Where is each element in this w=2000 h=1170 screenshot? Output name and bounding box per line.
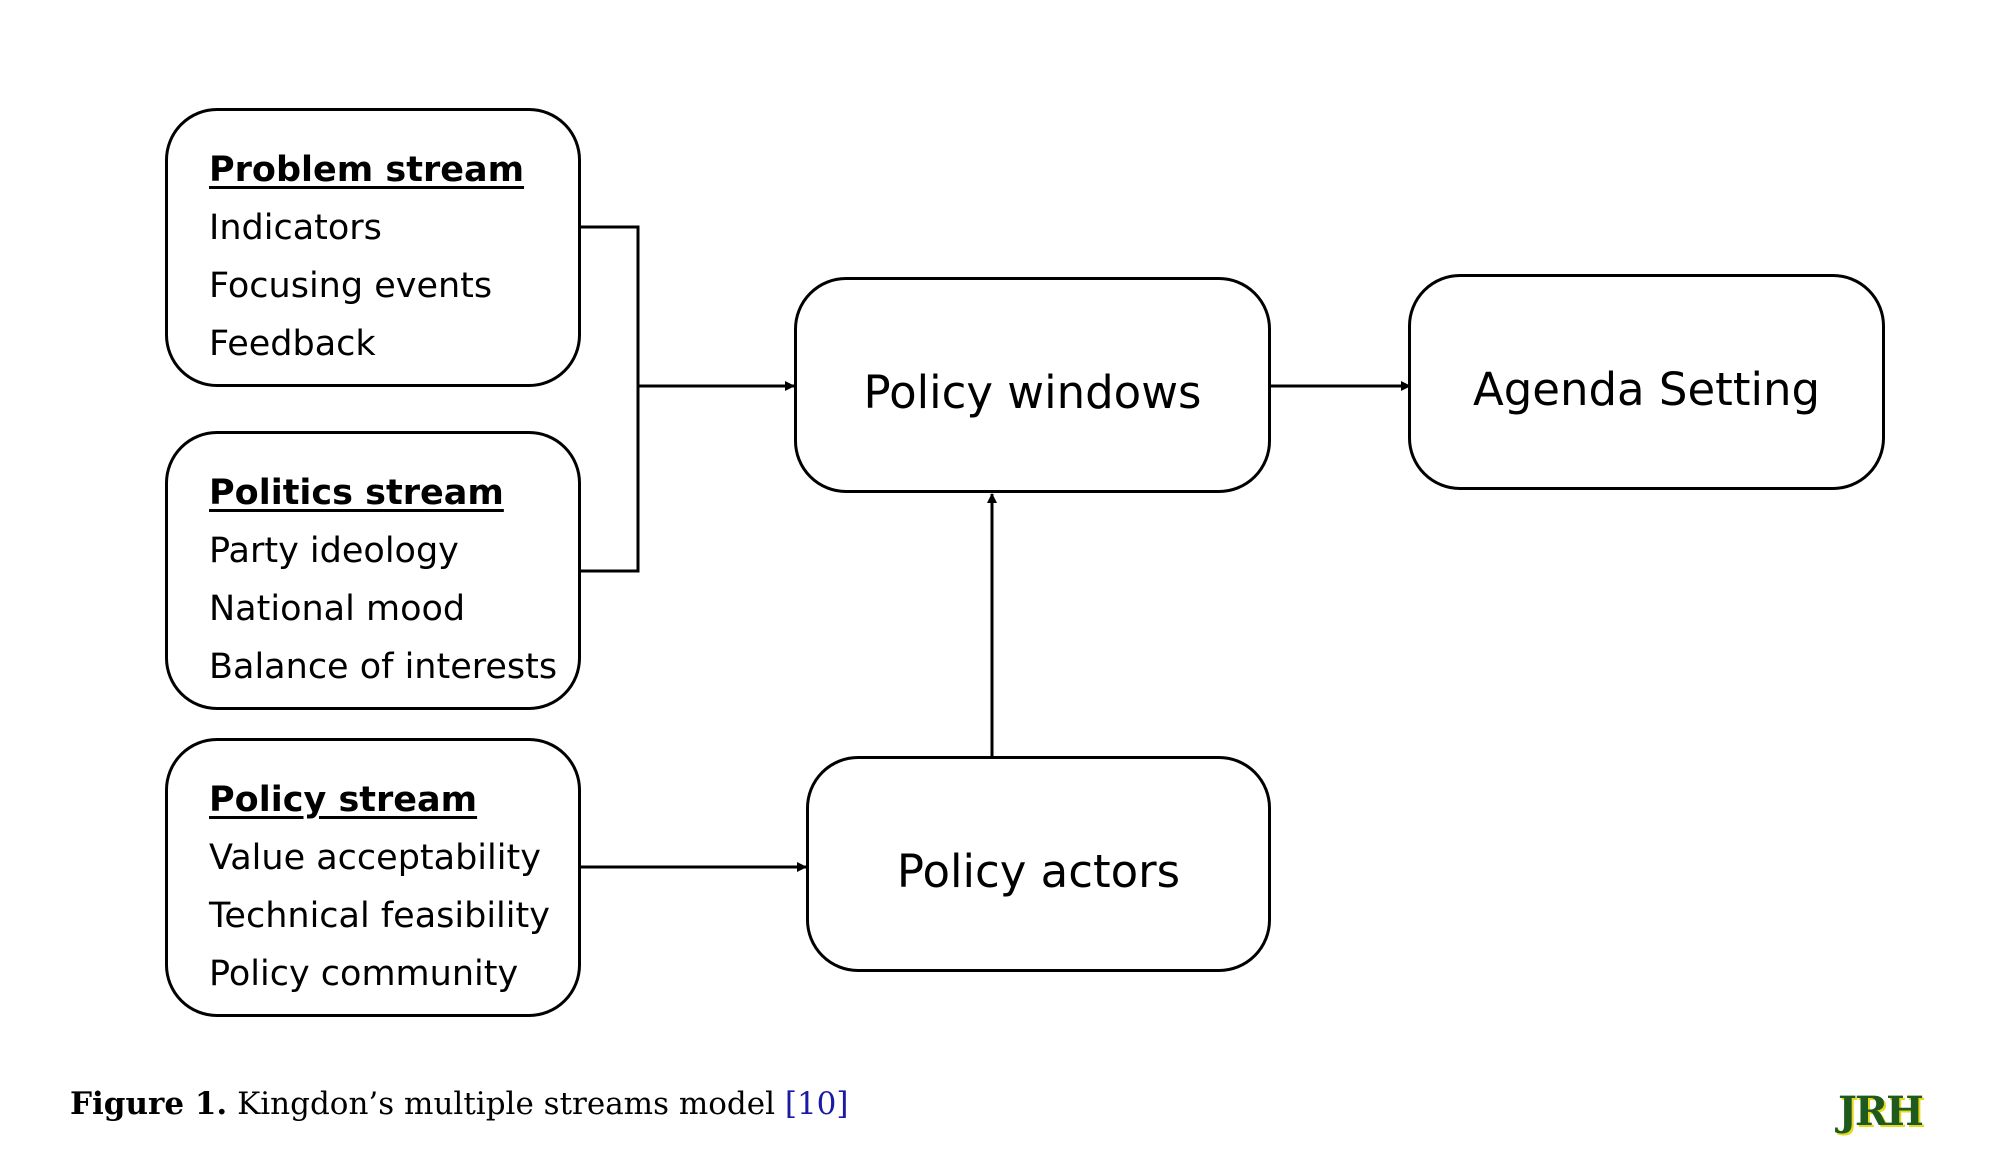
problem-stream-item: Focusing events [209, 266, 493, 306]
policy-actors-label: Policy actors [896, 844, 1181, 898]
agenda-setting-label: Agenda Setting [1472, 362, 1821, 416]
problem-stream-box: Problem stream Indicators Focusing event… [165, 108, 581, 387]
figure-caption-text: Kingdon’s multiple streams model [237, 1086, 775, 1122]
figure-label: Figure 1. [70, 1086, 228, 1122]
policy-windows-box: Policy windows [794, 277, 1271, 493]
connector-politics-stream [580, 386, 640, 573]
policy-stream-item: Technical feasibility [209, 896, 550, 936]
problem-stream-item: Indicators [209, 208, 382, 248]
connector-problem-stream [580, 225, 640, 386]
politics-stream-item: National mood [209, 589, 466, 629]
policy-stream-title: Policy stream [209, 780, 478, 820]
politics-stream-item: Balance of interests [209, 647, 558, 687]
politics-stream-title: Politics stream [209, 473, 504, 513]
policy-stream-item: Value acceptability [209, 838, 541, 878]
journal-logo: JRH [1838, 1088, 1924, 1135]
politics-stream-item: Party ideology [209, 531, 459, 571]
policy-windows-label: Policy windows [863, 365, 1202, 419]
problem-stream-item: Feedback [209, 324, 376, 364]
problem-stream-title: Problem stream [209, 150, 525, 190]
agenda-setting-box: Agenda Setting [1408, 274, 1885, 490]
citation-link[interactable]: [10] [784, 1086, 849, 1122]
policy-stream-item: Policy community [209, 954, 519, 994]
figure-caption: Figure 1. Kingdon’s multiple streams mod… [70, 1086, 849, 1122]
policy-actors-box: Policy actors [806, 756, 1271, 972]
politics-stream-box: Politics stream Party ideology National … [165, 431, 581, 710]
policy-stream-box: Policy stream Value acceptability Techni… [165, 738, 581, 1017]
